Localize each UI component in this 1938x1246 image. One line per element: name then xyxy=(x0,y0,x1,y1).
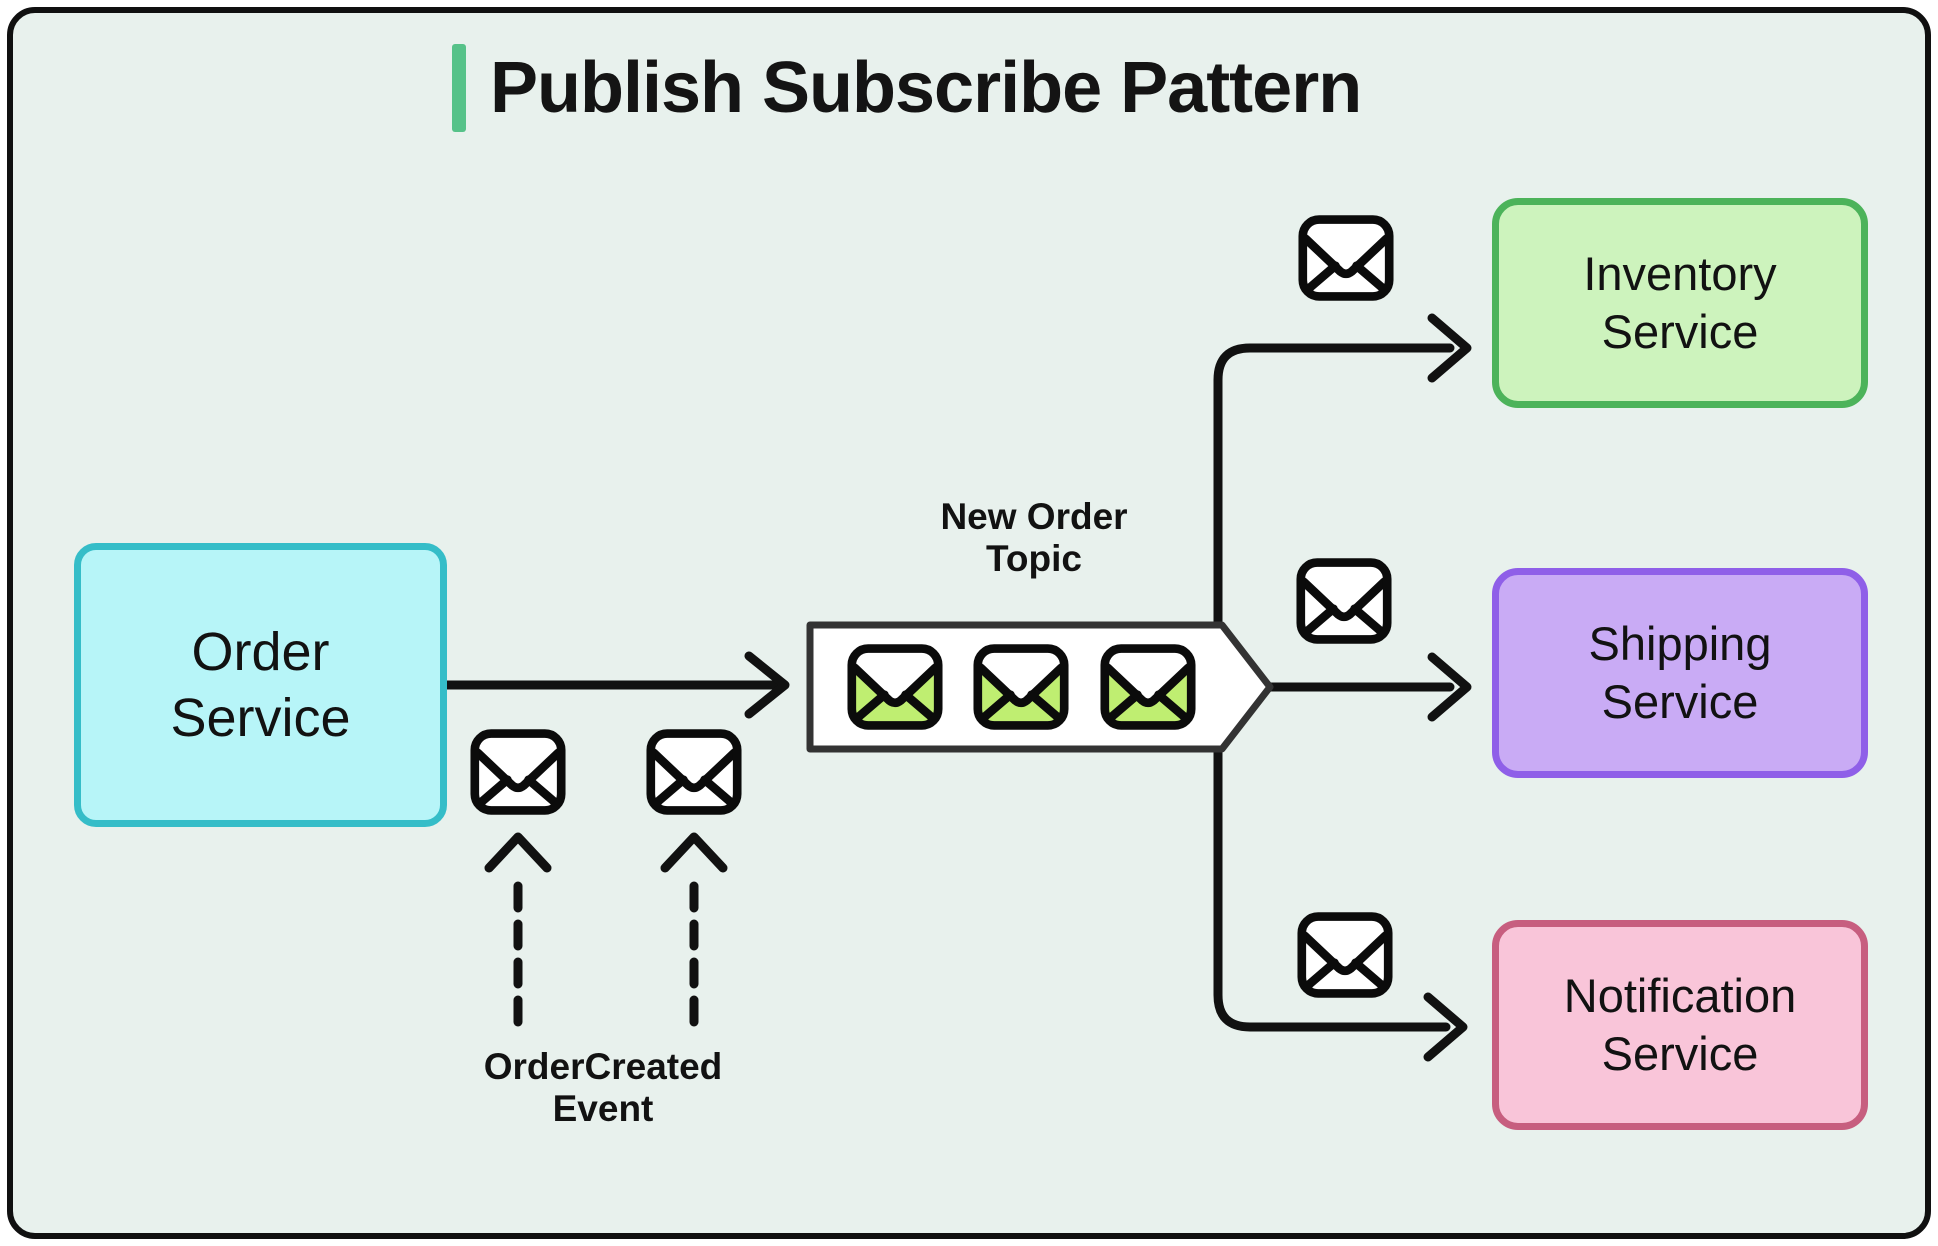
inventory-service-node: Inventory Service xyxy=(1492,198,1868,408)
shipping-service-label: Shipping Service xyxy=(1588,617,1772,728)
topic-label: New Order Topic xyxy=(940,496,1128,579)
inventory-service-label: Inventory Service xyxy=(1583,247,1777,358)
topic-envelope-icon-2 xyxy=(973,642,1069,732)
order-service-label: Order Service xyxy=(170,622,351,748)
order-service-node: Order Service xyxy=(74,543,447,827)
event-envelope-icon-1 xyxy=(470,727,566,817)
envelope-icon xyxy=(470,729,566,815)
title-row: Publish Subscribe Pattern xyxy=(452,44,1362,132)
branch-bottom-line xyxy=(1213,679,1451,1032)
topic-envelope-icon-1 xyxy=(847,642,943,732)
envelope-icon xyxy=(646,729,742,815)
notification-envelope-icon xyxy=(1297,910,1393,1000)
branch-top-arrowhead-icon xyxy=(1427,313,1472,383)
shipping-service-node: Shipping Service xyxy=(1492,568,1868,778)
title-accent-bar xyxy=(452,44,466,132)
branch-top-line xyxy=(1213,343,1455,695)
page-title: Publish Subscribe Pattern xyxy=(490,48,1362,128)
envelope-icon xyxy=(1298,215,1394,301)
event-up-arrowhead-icon-1 xyxy=(484,832,552,873)
envelope-icon xyxy=(847,644,943,730)
inventory-envelope-icon xyxy=(1298,213,1394,303)
envelope-icon xyxy=(1297,912,1393,998)
envelope-icon xyxy=(1296,558,1392,644)
event-label: OrderCreated Event xyxy=(483,1046,723,1129)
notification-service-label: Notification Service xyxy=(1563,969,1797,1080)
shipping-envelope-icon xyxy=(1296,556,1392,646)
branch-bottom-arrowhead-icon xyxy=(1423,992,1468,1062)
event-up-arrowhead-icon-2 xyxy=(660,832,728,873)
branch-middle-arrowhead-icon xyxy=(1427,652,1472,722)
notification-service-node: Notification Service xyxy=(1492,920,1868,1130)
event-envelope-icon-2 xyxy=(646,727,742,817)
envelope-icon xyxy=(1100,644,1196,730)
connector-group xyxy=(442,313,1472,1062)
envelope-icon xyxy=(973,644,1069,730)
order-to-topic-arrowhead-icon xyxy=(744,651,790,719)
topic-envelope-icon-3 xyxy=(1100,642,1196,732)
